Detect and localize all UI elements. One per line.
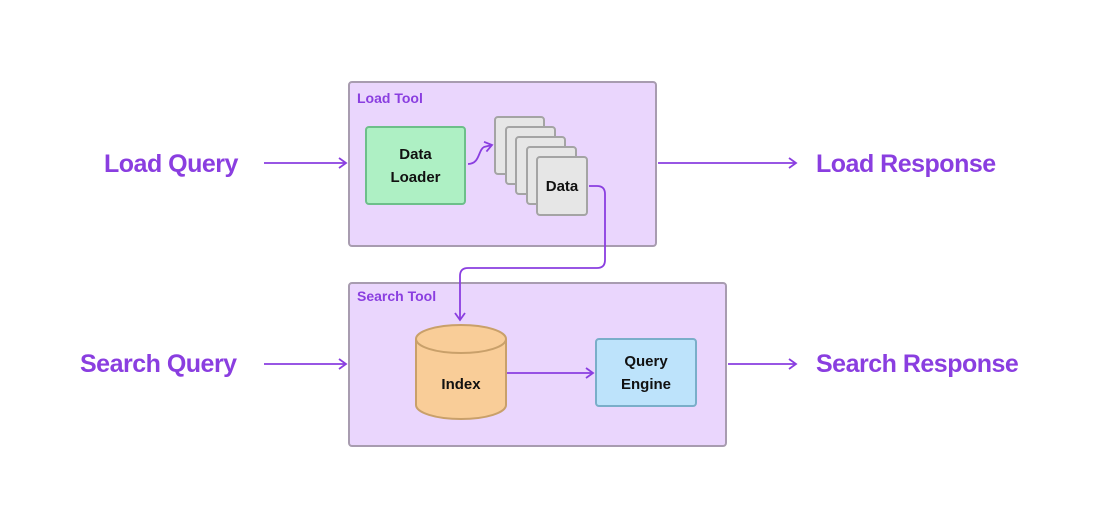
index-label: Index [441,375,481,393]
data-card-front: Data [536,156,588,216]
loader-to-data-arrow [467,141,494,165]
data-to-index-arrow [454,185,606,322]
search-response-label: Search Response [816,350,1019,378]
query-engine-node: Query Engine [595,338,697,407]
load-query-label: Load Query [104,150,238,178]
data-loader-label-line1: Data [399,145,432,163]
data-loader-label-line2: Loader [390,168,441,186]
query-engine-label-line1: Query [624,352,668,370]
query-engine-label-line2: Engine [620,375,671,393]
load-tool-title: Load Tool [357,90,423,106]
search-tool-title: Search Tool [357,288,437,304]
index-node [415,324,507,420]
load-response-label: Load Response [816,150,996,178]
data-card-label: Data [545,177,579,195]
search-query-label: Search Query [80,350,237,378]
data-loader-node: Data Loader [365,126,466,205]
